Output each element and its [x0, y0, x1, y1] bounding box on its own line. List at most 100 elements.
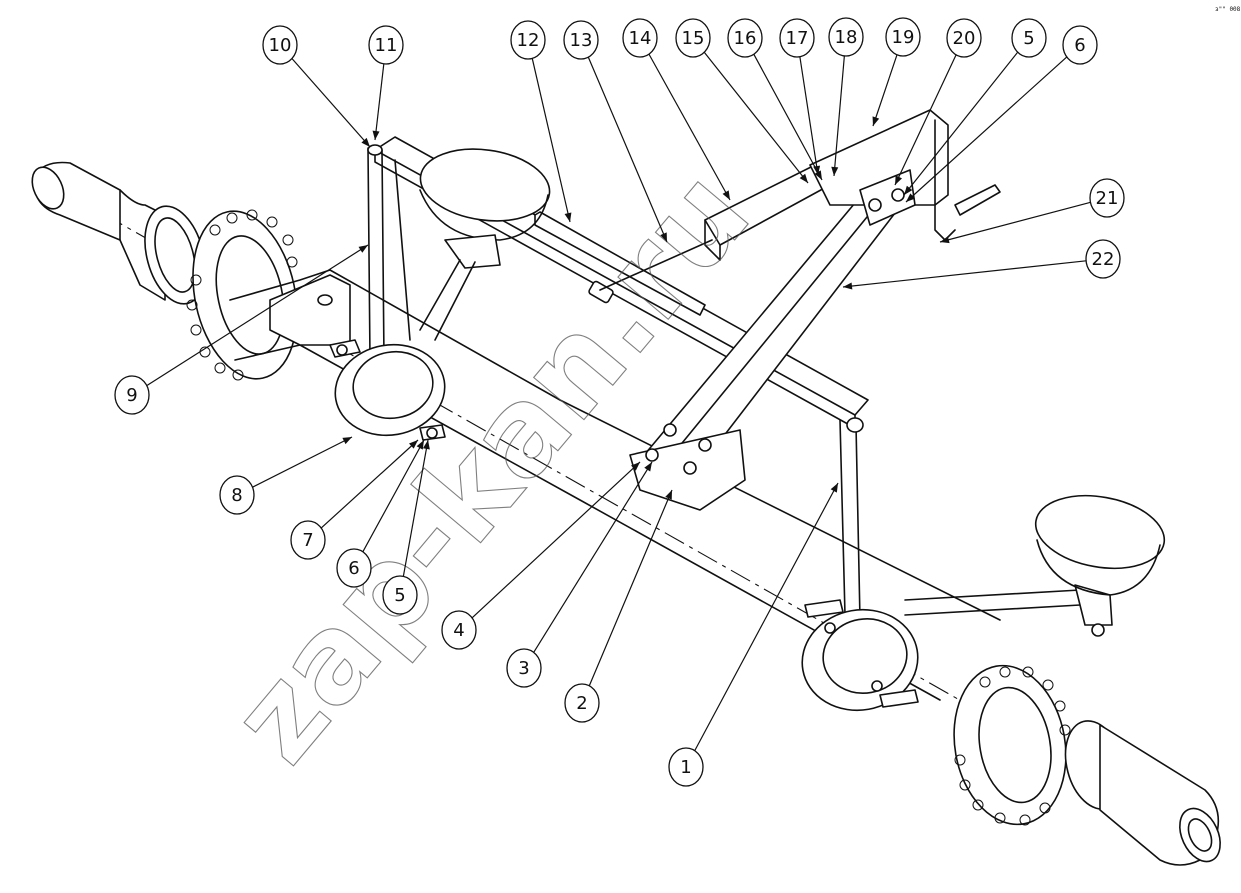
callout-arrowhead — [722, 190, 730, 200]
callout-circle — [779, 18, 815, 58]
callout-7: 7 — [290, 439, 419, 560]
callout-arrowhead — [813, 165, 821, 175]
callout-arrowhead — [906, 193, 916, 202]
callout-number: 15 — [682, 28, 705, 49]
callout-arrowhead — [361, 137, 370, 147]
callout-leader — [894, 53, 958, 186]
callout-arrowhead — [660, 232, 667, 242]
callout-circle — [382, 575, 418, 615]
callout-circle — [290, 520, 326, 560]
callout-number: 4 — [453, 620, 464, 641]
callout-6: 6 — [905, 25, 1098, 203]
callout-number: 2 — [576, 693, 587, 714]
callout-number: 1 — [680, 757, 691, 778]
callout-20: 20 — [894, 18, 982, 186]
callout-arrowhead — [665, 490, 672, 500]
callout-leader — [532, 461, 653, 654]
callout-21: 21 — [939, 178, 1125, 244]
callout-circle — [336, 548, 372, 588]
left-hanger — [367, 144, 411, 361]
callout-circle — [885, 17, 921, 57]
callout-number: 12 — [517, 30, 540, 51]
callout-leader — [693, 482, 839, 753]
callout-10: 10 — [262, 25, 371, 148]
callout-number: 11 — [375, 35, 398, 56]
callout-16: 16 — [727, 18, 823, 181]
diagonal-brace — [629, 184, 906, 511]
callout-number: 6 — [1074, 35, 1085, 56]
callout-leader — [647, 52, 731, 201]
callout-number: 7 — [302, 530, 313, 551]
callout-circle — [668, 747, 704, 787]
callout-circle — [1011, 18, 1047, 58]
callout-number: 5 — [1023, 28, 1034, 49]
callout-circle — [262, 25, 298, 65]
callout-number: 20 — [953, 28, 976, 49]
callout-11: 11 — [368, 25, 404, 141]
callout-circle — [946, 18, 982, 58]
callout-arrowhead — [799, 173, 808, 183]
callout-arrowhead — [372, 130, 380, 140]
callout-leader — [402, 439, 429, 579]
left-axle-stub — [31, 161, 206, 305]
callout-leader — [320, 439, 419, 530]
callout-number: 18 — [835, 27, 858, 48]
callout-5: 5 — [382, 439, 430, 615]
right-lamp — [904, 494, 1166, 637]
callout-circle — [441, 610, 477, 650]
callout-leader — [833, 53, 846, 177]
callout-number: 10 — [269, 35, 292, 56]
left-lamp — [419, 148, 551, 341]
callout-2: 2 — [564, 489, 673, 723]
callout-leader — [903, 50, 1019, 196]
callout-leader — [290, 57, 371, 148]
callout-number: 9 — [126, 385, 137, 406]
callout-5: 5 — [903, 18, 1047, 196]
callout-17: 17 — [779, 18, 821, 176]
callout-arrowhead — [872, 116, 880, 126]
callout-leader — [905, 55, 1068, 203]
callout-13: 13 — [563, 20, 668, 243]
callout-arrowhead — [342, 437, 352, 445]
callout-circle — [1085, 239, 1121, 279]
callout-circle — [622, 18, 658, 58]
callout-number: 22 — [1092, 249, 1115, 270]
right-clamp — [801, 599, 919, 712]
callout-number: 3 — [518, 658, 529, 679]
callout-arrowhead — [843, 282, 853, 290]
callout-leader — [146, 244, 369, 387]
callout-number: 19 — [892, 27, 915, 48]
callout-arrowhead — [564, 212, 572, 222]
callout-arrowhead — [644, 462, 652, 472]
callout-circle — [1062, 25, 1098, 65]
callout-arrowhead — [416, 440, 424, 450]
callout-number: 13 — [570, 30, 593, 51]
right-hub-flange — [953, 664, 1071, 826]
callout-4: 4 — [441, 461, 641, 650]
callout-arrowhead — [358, 245, 368, 253]
callout-18: 18 — [828, 17, 864, 177]
corner-note: з"" 008 — [1215, 6, 1241, 13]
callout-9: 9 — [114, 244, 369, 415]
callout-leader — [471, 461, 641, 619]
callout-leader — [939, 201, 1091, 243]
callout-circle — [563, 20, 599, 60]
callout-number: 5 — [394, 585, 405, 606]
callout-leader — [842, 260, 1087, 288]
right-axle-stub — [1064, 720, 1221, 866]
callout-3: 3 — [506, 461, 653, 688]
callout-number: 6 — [348, 558, 359, 579]
callout-arrowhead — [408, 440, 418, 449]
callout-leader — [798, 54, 819, 176]
callout-number: 17 — [786, 28, 809, 49]
callout-circle — [506, 648, 542, 688]
callout-number: 8 — [231, 485, 242, 506]
callout-arrowhead — [830, 483, 838, 493]
callout-number: 14 — [629, 28, 652, 49]
callout-circle — [368, 25, 404, 65]
callout-leader — [752, 52, 823, 181]
callout-arrowhead — [814, 170, 822, 180]
